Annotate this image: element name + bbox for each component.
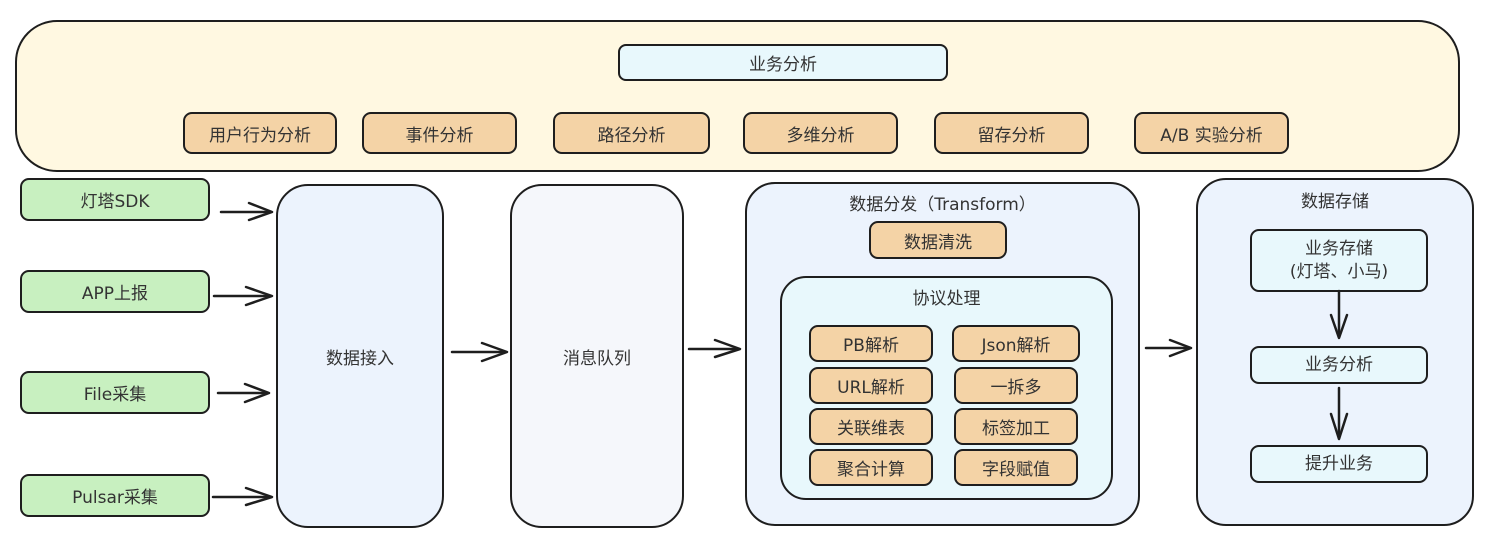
json-parse: Json解析 bbox=[952, 325, 1080, 362]
field-assignment: 字段赋值 bbox=[954, 449, 1078, 486]
message-queue-block: 消息队列 bbox=[510, 184, 684, 528]
data-storage-panel: 数据存储 业务存储 (灯塔、小马) 业务分析 提升业务 bbox=[1196, 178, 1474, 526]
data-storage-title: 数据存储 bbox=[1301, 192, 1369, 212]
protocol-processing-title: 协议处理 bbox=[912, 289, 981, 309]
data-cleaning: 数据清洗 bbox=[869, 221, 1007, 259]
arrow-sdk-to-ingest bbox=[219, 201, 274, 222]
url-parse: URL解析 bbox=[809, 367, 933, 404]
arrow-ingest-to-queue bbox=[450, 341, 509, 363]
tag-ab-experiment: A/B 实验分析 bbox=[1134, 112, 1289, 154]
source-app-report: APP上报 bbox=[20, 270, 210, 313]
transform-panel: 数据分发（Transform） 数据清洗 协议处理 PB解析 URL解析 关联维… bbox=[745, 182, 1140, 526]
source-file-collect: File采集 bbox=[20, 371, 210, 414]
protocol-processing-panel: 协议处理 PB解析 URL解析 关联维表 聚合计算 Json解析 一拆多 标签加… bbox=[780, 276, 1113, 500]
tag-processing: 标签加工 bbox=[954, 408, 1078, 445]
tag-multidimensional: 多维分析 bbox=[743, 112, 898, 154]
arrow-queue-to-transform bbox=[687, 338, 742, 359]
aggregate-compute: 聚合计算 bbox=[809, 449, 933, 486]
source-dengta-sdk: 灯塔SDK bbox=[20, 178, 210, 221]
pb-parse: PB解析 bbox=[809, 325, 933, 362]
transform-title: 数据分发（Transform） bbox=[849, 195, 1036, 215]
tag-event: 事件分析 bbox=[362, 112, 517, 154]
business-analysis-title: 业务分析 bbox=[618, 44, 948, 81]
tag-retention: 留存分析 bbox=[934, 112, 1089, 154]
data-ingest-label: 数据接入 bbox=[326, 348, 394, 369]
business-analysis-step: 业务分析 bbox=[1250, 346, 1428, 384]
tag-user-behavior: 用户行为分析 bbox=[183, 112, 337, 154]
arrow-app-to-ingest bbox=[212, 285, 274, 307]
split-one-to-many: 一拆多 bbox=[954, 367, 1078, 404]
data-ingest-block: 数据接入 bbox=[276, 184, 444, 528]
arrow-file-to-ingest bbox=[216, 382, 271, 404]
source-pulsar-collect: Pulsar采集 bbox=[20, 474, 210, 517]
arrow-transform-to-storage bbox=[1144, 338, 1193, 358]
arrow-pulsar-to-ingest bbox=[211, 486, 274, 507]
business-storage: 业务存储 (灯塔、小马) bbox=[1250, 229, 1428, 292]
message-queue-label: 消息队列 bbox=[563, 348, 631, 369]
tag-path: 路径分析 bbox=[553, 112, 710, 154]
business-improvement: 提升业务 bbox=[1250, 445, 1428, 483]
join-dimension-table: 关联维表 bbox=[809, 408, 933, 445]
